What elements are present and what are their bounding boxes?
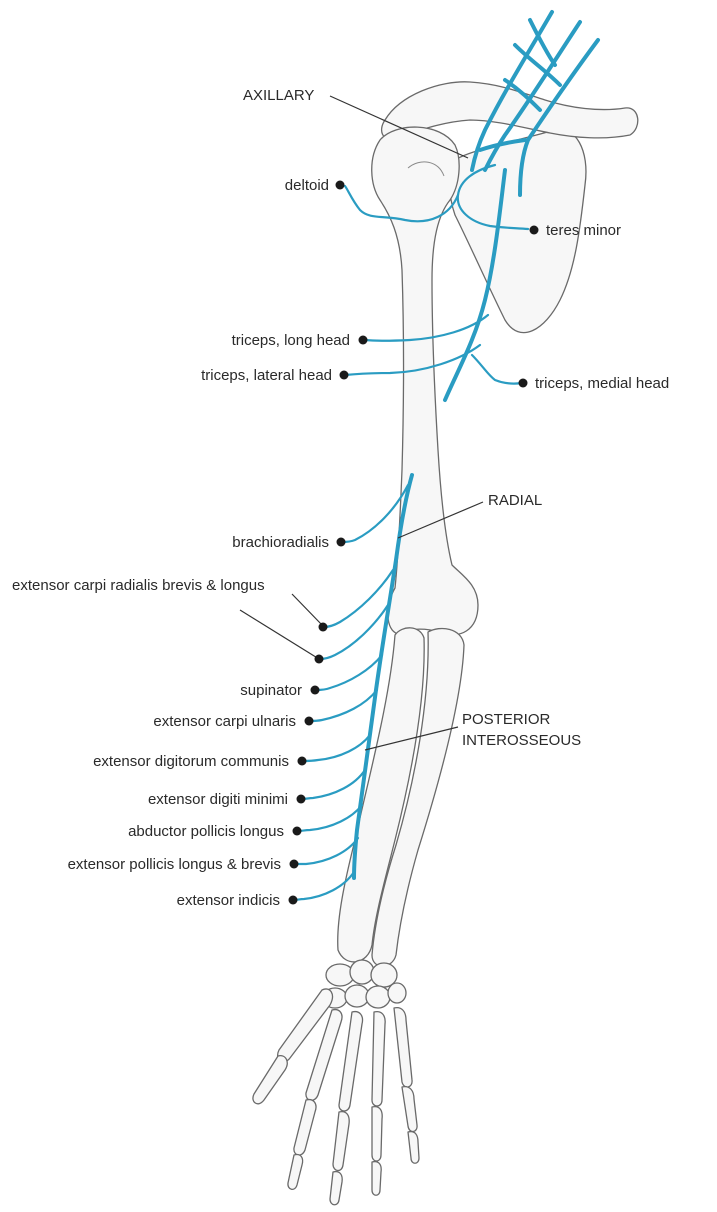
ecu-dot — [305, 717, 314, 726]
teres-minor-dot — [530, 226, 539, 235]
radial-label: RADIAL — [488, 492, 542, 509]
epl-dot — [290, 860, 299, 869]
brachioradialis-label: brachioradialis — [232, 534, 329, 551]
extensor-carpi-radialis-label: extensor carpi radialis brevis & longus — [12, 577, 265, 594]
apl-dot — [293, 827, 302, 836]
posterior-interosseous-label-line2: INTEROSSEOUS — [462, 732, 581, 749]
ecu-branch — [310, 690, 377, 721]
supinator-dot — [311, 686, 320, 695]
ecr-dot-2 — [315, 655, 324, 664]
triceps-long-head-dot — [359, 336, 368, 345]
supinator-label: supinator — [240, 682, 302, 699]
extensor-pollicis-label: extensor pollicis longus & brevis — [68, 856, 281, 873]
epl-branch — [295, 838, 358, 864]
extensor-digitorum-communis-label: extensor digitorum communis — [93, 753, 289, 770]
edm-branch — [302, 770, 365, 799]
triceps-long-head-label: triceps, long head — [232, 332, 350, 349]
edc-dot — [298, 757, 307, 766]
carpal-bones — [323, 960, 406, 1008]
teres-minor-label: teres minor — [546, 222, 621, 239]
abductor-pollicis-longus-label: abductor pollicis longus — [128, 823, 284, 840]
deltoid-dot — [336, 181, 345, 190]
deltoid-label: deltoid — [285, 177, 329, 194]
posterior-interosseous-label-line1: POSTERIOR — [462, 711, 551, 728]
apl-branch — [298, 805, 362, 831]
extensor-digiti-minimi-label: extensor digiti minimi — [148, 791, 288, 808]
axillary-label: AXILLARY — [243, 87, 314, 104]
ring-finger-bones — [372, 1012, 385, 1196]
extensor-indicis-dot — [289, 896, 298, 905]
edc-branch — [303, 735, 370, 761]
triceps-medial-head-label: triceps, medial head — [535, 375, 669, 392]
extensor-indicis-label: extensor indicis — [177, 892, 280, 909]
triceps-lateral-head-label: triceps, lateral head — [201, 367, 332, 384]
triceps-medial-head-dot — [519, 379, 528, 388]
skeleton — [253, 82, 638, 1205]
supinator-branch — [316, 655, 382, 690]
ecr-leader-2 — [240, 610, 319, 659]
brachioradialis-dot — [337, 538, 346, 547]
little-finger-bones — [394, 1008, 419, 1164]
ecr-branch-1 — [324, 570, 393, 627]
triceps-lateral-head-dot — [340, 371, 349, 380]
triceps-medial-head-branch — [472, 355, 522, 384]
ecr-dot-1 — [319, 623, 328, 632]
ecr-leader-1 — [292, 594, 323, 626]
extensor-carpi-ulnaris-label: extensor carpi ulnaris — [153, 713, 296, 730]
edm-dot — [297, 795, 306, 804]
